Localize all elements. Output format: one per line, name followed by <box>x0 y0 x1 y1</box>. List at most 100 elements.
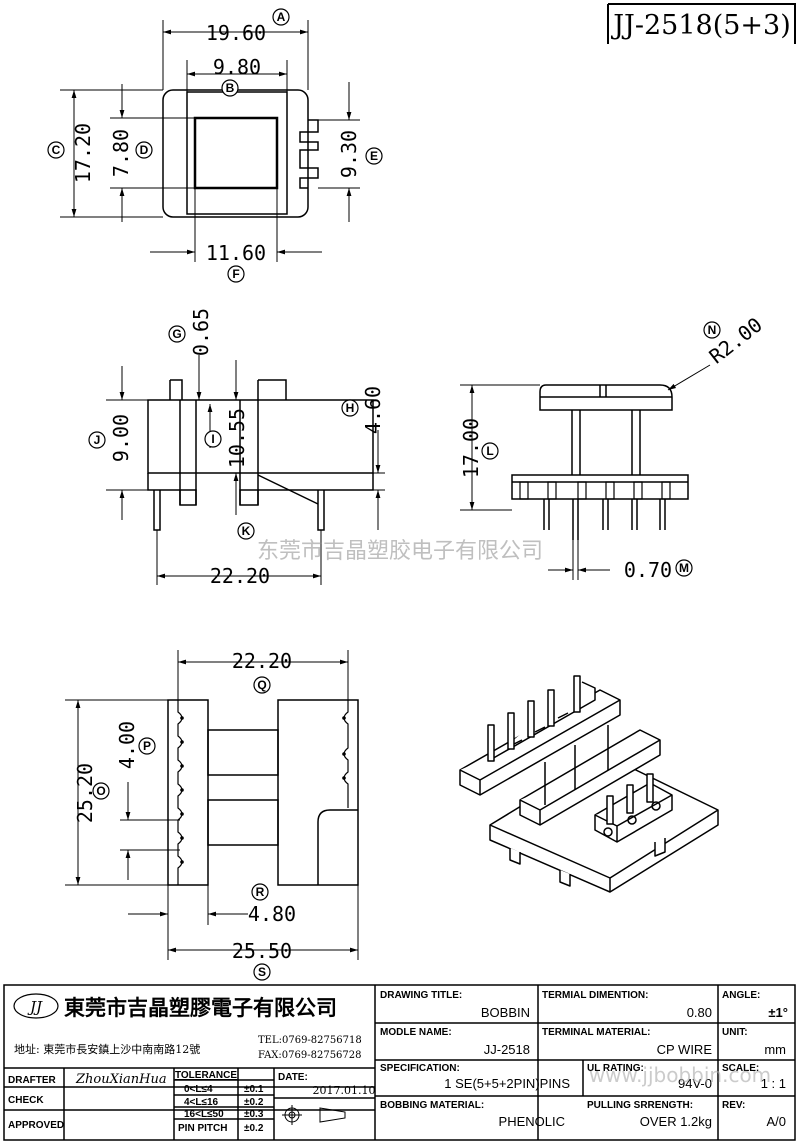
marker-circle-a <box>272 8 290 26</box>
dim-Q-label: 22.20 <box>232 649 292 673</box>
terminal-dimension-label: TERMIAL DIMENTION: <box>542 990 648 1001</box>
marker-q: Q <box>257 678 266 692</box>
dim-A-label: 19.60 <box>206 21 266 45</box>
dim-C-label: 17.20 <box>71 123 95 183</box>
marker-s: S <box>258 965 266 979</box>
marker-f: F <box>232 267 239 281</box>
date-value: 2017.01.10 <box>313 1084 376 1097</box>
dim-D-label: 7.80 <box>109 129 133 177</box>
marker-r: R <box>256 885 265 899</box>
drawing-title: BOBBIN <box>481 1005 530 1020</box>
specification-label: SPECIFICATION: <box>380 1063 460 1074</box>
unit-label: UNIT: <box>722 1027 748 1038</box>
tolerance-value-3: ±0.3 <box>244 1109 264 1120</box>
projection-symbol <box>282 1105 346 1125</box>
marker-circle-k <box>237 522 255 540</box>
terminal-material: CP WIRE <box>657 1042 713 1057</box>
tolerance-label: TOLERANCE <box>175 1070 237 1081</box>
marker-n: N <box>708 323 717 337</box>
check-label: CHECK <box>8 1095 44 1106</box>
angle-value: ±1° <box>768 1005 788 1020</box>
marker-m: M <box>679 561 689 575</box>
part-number: JJ-2518(5+3) <box>610 10 791 41</box>
part-number-box: JJ-2518(5+3) <box>607 3 796 44</box>
specification: 1 SE(5+5+2PIN)PINS <box>444 1076 570 1091</box>
tolerance-value-2: ±0.2 <box>244 1097 264 1108</box>
marker-k: K <box>242 524 251 538</box>
terminal-material-label: TERMINAL MATERIAL: <box>542 1027 651 1038</box>
dim-I-label: 10.55 <box>225 408 249 468</box>
marker-circle-h <box>341 399 359 417</box>
marker-circle-f <box>227 265 245 283</box>
dim-R-label: 4.80 <box>248 902 296 926</box>
marker-e: E <box>370 149 378 163</box>
company-name: 東莞市吉晶塑膠電子有限公司 <box>64 995 337 1020</box>
ul-rating-label: UL RATING: <box>587 1063 644 1074</box>
marker-b: B <box>226 81 235 95</box>
tolerance-range-3: 16<L≤50 <box>184 1109 224 1120</box>
dim-P-label: 4.00 <box>115 721 139 769</box>
marker-circle-r <box>251 883 269 901</box>
tolerance-value-4: ±0.2 <box>244 1123 264 1134</box>
marker-circle-s <box>253 963 271 981</box>
top-view <box>162 89 319 218</box>
marker-circle-l <box>481 442 499 460</box>
watermark: 东莞市吉晶塑胶电子有限公司 <box>257 539 543 564</box>
marker-a: A <box>277 10 286 24</box>
company-fax: FAX:0769-82756728 <box>258 1050 362 1061</box>
model-name-label: MODLE NAME: <box>380 1027 452 1038</box>
bottom-view-dims <box>65 650 359 960</box>
dim-K-label: 22.20 <box>210 564 270 588</box>
marker-circle-j <box>88 431 106 449</box>
marker-j: J <box>94 433 101 447</box>
marker-p: P <box>143 739 151 753</box>
marker-circle-n <box>703 321 721 339</box>
dim-H-label: 4.60 <box>361 386 385 434</box>
front-view <box>147 379 374 531</box>
pulling-strength-label: PULLING SRRENGTH: <box>587 1100 693 1111</box>
rev-value: A/0 <box>766 1114 786 1129</box>
drafter-signature: ZhouXianHua <box>75 1072 167 1087</box>
approved-label: APPROVED <box>8 1120 64 1131</box>
bobbin-material: PHENOLIC <box>499 1114 565 1129</box>
terminal-dimension: 0.80 <box>687 1005 712 1020</box>
drawing-title-label: DRAWING TITLE: <box>380 990 462 1001</box>
tolerance-range-4: PIN PITCH <box>178 1123 227 1134</box>
company-address: 地址: 東莞市長安鎮上沙中南南路12號 <box>14 1042 200 1056</box>
isometric-view <box>459 675 719 893</box>
marker-circle-c <box>47 141 65 159</box>
dim-S-label: 25.50 <box>232 939 292 963</box>
unit-value: mm <box>764 1042 786 1057</box>
pulling-strength: OVER 1.2kg <box>640 1114 712 1129</box>
dim-N-label: R2.00 <box>705 312 767 368</box>
marker-circle-i <box>204 430 222 448</box>
marker-g: G <box>172 327 181 341</box>
tolerance-value-1: ±0.1 <box>244 1084 264 1095</box>
tolerance-range-1: 0<L≤4 <box>184 1084 213 1095</box>
drafter-label: DRAFTER <box>8 1075 57 1086</box>
top-view-dims <box>60 20 360 262</box>
angle-label: ANGLE: <box>722 990 760 1001</box>
marker-circle-m <box>675 559 693 577</box>
dim-M-label: 0.70 <box>624 558 672 582</box>
marker-circle-g <box>168 325 186 343</box>
dim-L-label: 17.00 <box>459 418 483 478</box>
bottom-view <box>167 699 359 886</box>
model-name: JJ-2518 <box>484 1042 530 1057</box>
marker-circle-p <box>138 737 156 755</box>
dim-E-label: 9.30 <box>337 130 361 178</box>
marker-h: H <box>346 401 355 415</box>
website-watermark: www.jjbobbin.com <box>589 1063 771 1087</box>
bobbin-material-label: BOBBING MATERIAL: <box>380 1100 484 1111</box>
scale-label: SCALE: <box>722 1063 759 1074</box>
marker-circle-o <box>92 782 110 800</box>
marker-circle-q <box>253 676 271 694</box>
marker-circle-d <box>135 141 153 159</box>
dim-F-label: 11.60 <box>206 241 266 265</box>
marker-i: I <box>211 432 214 446</box>
title-block-grid <box>3 984 796 1141</box>
marker-o: O <box>96 784 105 798</box>
marker-c: C <box>52 143 61 157</box>
dim-G-label: 0.65 <box>189 308 213 356</box>
